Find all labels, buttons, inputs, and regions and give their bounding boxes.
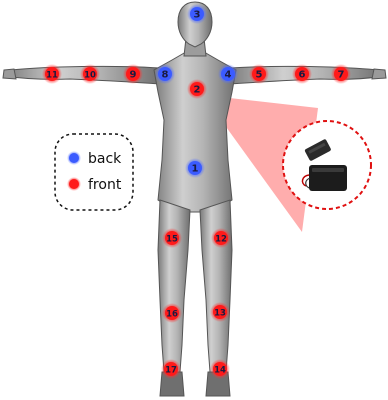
legend-label-front: front (88, 177, 122, 193)
sensor-label-4: 4 (225, 70, 232, 81)
sensor-marker-1: 1 (185, 158, 205, 178)
sensor-label-15: 15 (166, 235, 178, 245)
sensor-marker-16: 16 (162, 303, 182, 323)
sensor-marker-6: 6 (292, 64, 312, 84)
legend-box (55, 134, 133, 210)
sensor-marker-11: 11 (42, 64, 62, 84)
sensor-label-1: 1 (192, 164, 199, 175)
sensor-label-9: 9 (130, 70, 137, 81)
left-leg (158, 200, 190, 372)
sensor-marker-4: 4 (218, 64, 238, 84)
sensor-label-8: 8 (162, 70, 169, 81)
sensor-marker-13: 13 (210, 302, 230, 322)
sensor-label-14: 14 (214, 366, 226, 376)
left-hand (3, 69, 16, 79)
sensor-label-16: 16 (166, 310, 178, 320)
sensor-marker-14: 14 (210, 359, 230, 379)
sensor-label-3: 3 (194, 10, 201, 21)
sensor-marker-5: 5 (249, 64, 269, 84)
sensor-marker-10: 10 (80, 64, 100, 84)
sensor-marker-12: 12 (211, 228, 231, 248)
sensor-label-7: 7 (338, 70, 345, 81)
sensor-marker-2: 2 (187, 79, 207, 99)
sensor-marker-3: 3 (187, 4, 207, 24)
sensor-marker-7: 7 (331, 64, 351, 84)
sensor-label-12: 12 (215, 235, 227, 245)
sensor-marker-8: 8 (155, 64, 175, 84)
right-hand (372, 69, 386, 79)
legend-label-back: back (88, 151, 122, 167)
right-leg (200, 200, 232, 372)
sensor-marker-9: 9 (123, 64, 143, 84)
sensor-label-13: 13 (214, 309, 226, 319)
sensor-label-17: 17 (165, 366, 177, 376)
sensor-marker-17: 17 (161, 359, 181, 379)
sensor-label-5: 5 (256, 70, 263, 81)
legend: back front (55, 134, 133, 210)
sensor-label-10: 10 (84, 71, 96, 81)
sensor-label-2: 2 (194, 85, 201, 96)
sensor-label-6: 6 (299, 70, 306, 81)
sensor-callout (283, 121, 371, 209)
sensor-label-11: 11 (46, 71, 58, 81)
sensor-marker-15: 15 (162, 228, 182, 248)
